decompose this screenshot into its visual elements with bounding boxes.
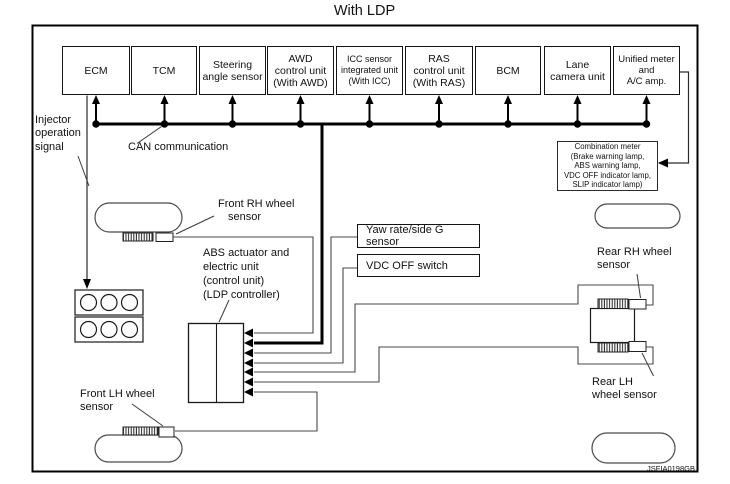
ecu-box-tcm: TCM: [131, 46, 197, 95]
can-communication-label: CAN communication: [128, 141, 229, 153]
front-rh-wheel-sensor-icon: [122, 232, 174, 242]
abs-actuator-box: [187, 322, 245, 404]
rear-lh-tire: [591, 432, 676, 464]
abs-input-arrowheads: [244, 328, 253, 397]
front-lh-wheel-sensor-icon: [122, 426, 175, 438]
unified-label: Unified meter and A/C amp.: [618, 53, 675, 88]
front-rh-tire: [94, 202, 183, 233]
rear-lh-wheel-sensor-label: Rear LH wheel sensor: [592, 376, 657, 402]
combination-meter-wire: [658, 71, 690, 168]
rear-rh-tire: [594, 203, 681, 229]
front-rh-wheel-sensor-label: Front RH wheel sensor: [218, 198, 295, 224]
can-leader: [136, 126, 162, 144]
bcm-label: BCM: [496, 64, 520, 77]
ecu-box-steering-angle-sensor: Steering angle sensor: [199, 46, 266, 95]
can-bus: [92, 120, 651, 128]
rear-rh-wheel-sensor-label: Rear RH wheel sensor: [597, 246, 672, 272]
ecu-box-unified-meter: Unified meter and A/C amp.: [613, 46, 680, 95]
can-drop-to-abs: [244, 125, 324, 348]
ecu-box-icc-sensor: ICC sensor integrated unit (With ICC): [336, 46, 403, 95]
yaw-rate-label: Yaw rate/side G sensor: [366, 224, 444, 248]
rear-lh-sensor-connector: [628, 341, 647, 352]
diagram-frame: [31, 24, 699, 473]
steering-label: Steering angle sensor: [202, 58, 263, 83]
rear-axle-assembly: [589, 298, 647, 353]
vdc-off-switch-box: VDC OFF switch: [357, 254, 480, 277]
vdc-off-wire: [254, 267, 357, 364]
tires: [94, 202, 681, 464]
leader-lines: [77, 126, 654, 427]
combination-meter-label: Combination meter (Brake warning lamp, A…: [563, 142, 652, 190]
injector-signal-label: Injector operation signal: [35, 114, 81, 153]
injector-leader: [77, 155, 90, 187]
front-lh-wheel-sensor-label: Front LH wheel sensor: [80, 388, 155, 414]
figure-code: JSFIA0198GB: [647, 463, 695, 473]
lane-label: Lane camera unit: [550, 58, 605, 83]
yaw-rate-wire: [254, 236, 357, 354]
ecu-box-bcm: BCM: [475, 46, 541, 95]
injector-signal-line: [83, 95, 91, 289]
icc-label: ICC sensor integrated unit (With ICC): [340, 54, 399, 86]
front-rh-leader: [175, 215, 215, 235]
ecu-box-awd-control-unit: AWD control unit (With AWD): [267, 46, 334, 95]
bus-to-ecu-arrows: [92, 95, 651, 124]
sensor-wires: [173, 236, 654, 432]
front-lh-wire: [175, 391, 318, 432]
ecu-box-ecm: ECM: [62, 46, 130, 95]
front-lh-tire: [94, 434, 183, 463]
ecm-label: ECM: [84, 64, 108, 77]
rear-rh-wire: [254, 284, 654, 373]
combination-meter-box: Combination meter (Brake warning lamp, A…: [557, 141, 658, 191]
engine-icon: [74, 289, 144, 343]
rear-lh-leader: [641, 352, 654, 377]
abs-leader: [218, 299, 230, 323]
vdc-off-label: VDC OFF switch: [366, 259, 448, 272]
abs-actuator-label: ABS actuator and electric unit (control …: [203, 247, 290, 301]
diagram-title: With LDP: [333, 3, 396, 19]
tcm-label: TCM: [152, 64, 176, 77]
awd-label: AWD control unit (With AWD): [273, 52, 328, 89]
yaw-rate-sensor-box: Yaw rate/side G sensor: [357, 224, 480, 248]
ecu-box-lane-camera-unit: Lane camera unit: [544, 46, 611, 95]
ras-label: RAS control unit (With RAS): [412, 52, 466, 89]
rear-rh-leader: [636, 273, 641, 299]
front-lh-leader: [131, 403, 164, 427]
rear-rh-sensor-connector: [628, 299, 647, 310]
rear-lh-wire: [254, 346, 654, 383]
ecu-box-ras-control-unit: RAS control unit (With RAS): [405, 46, 473, 95]
front-rh-wire: [173, 236, 314, 334]
